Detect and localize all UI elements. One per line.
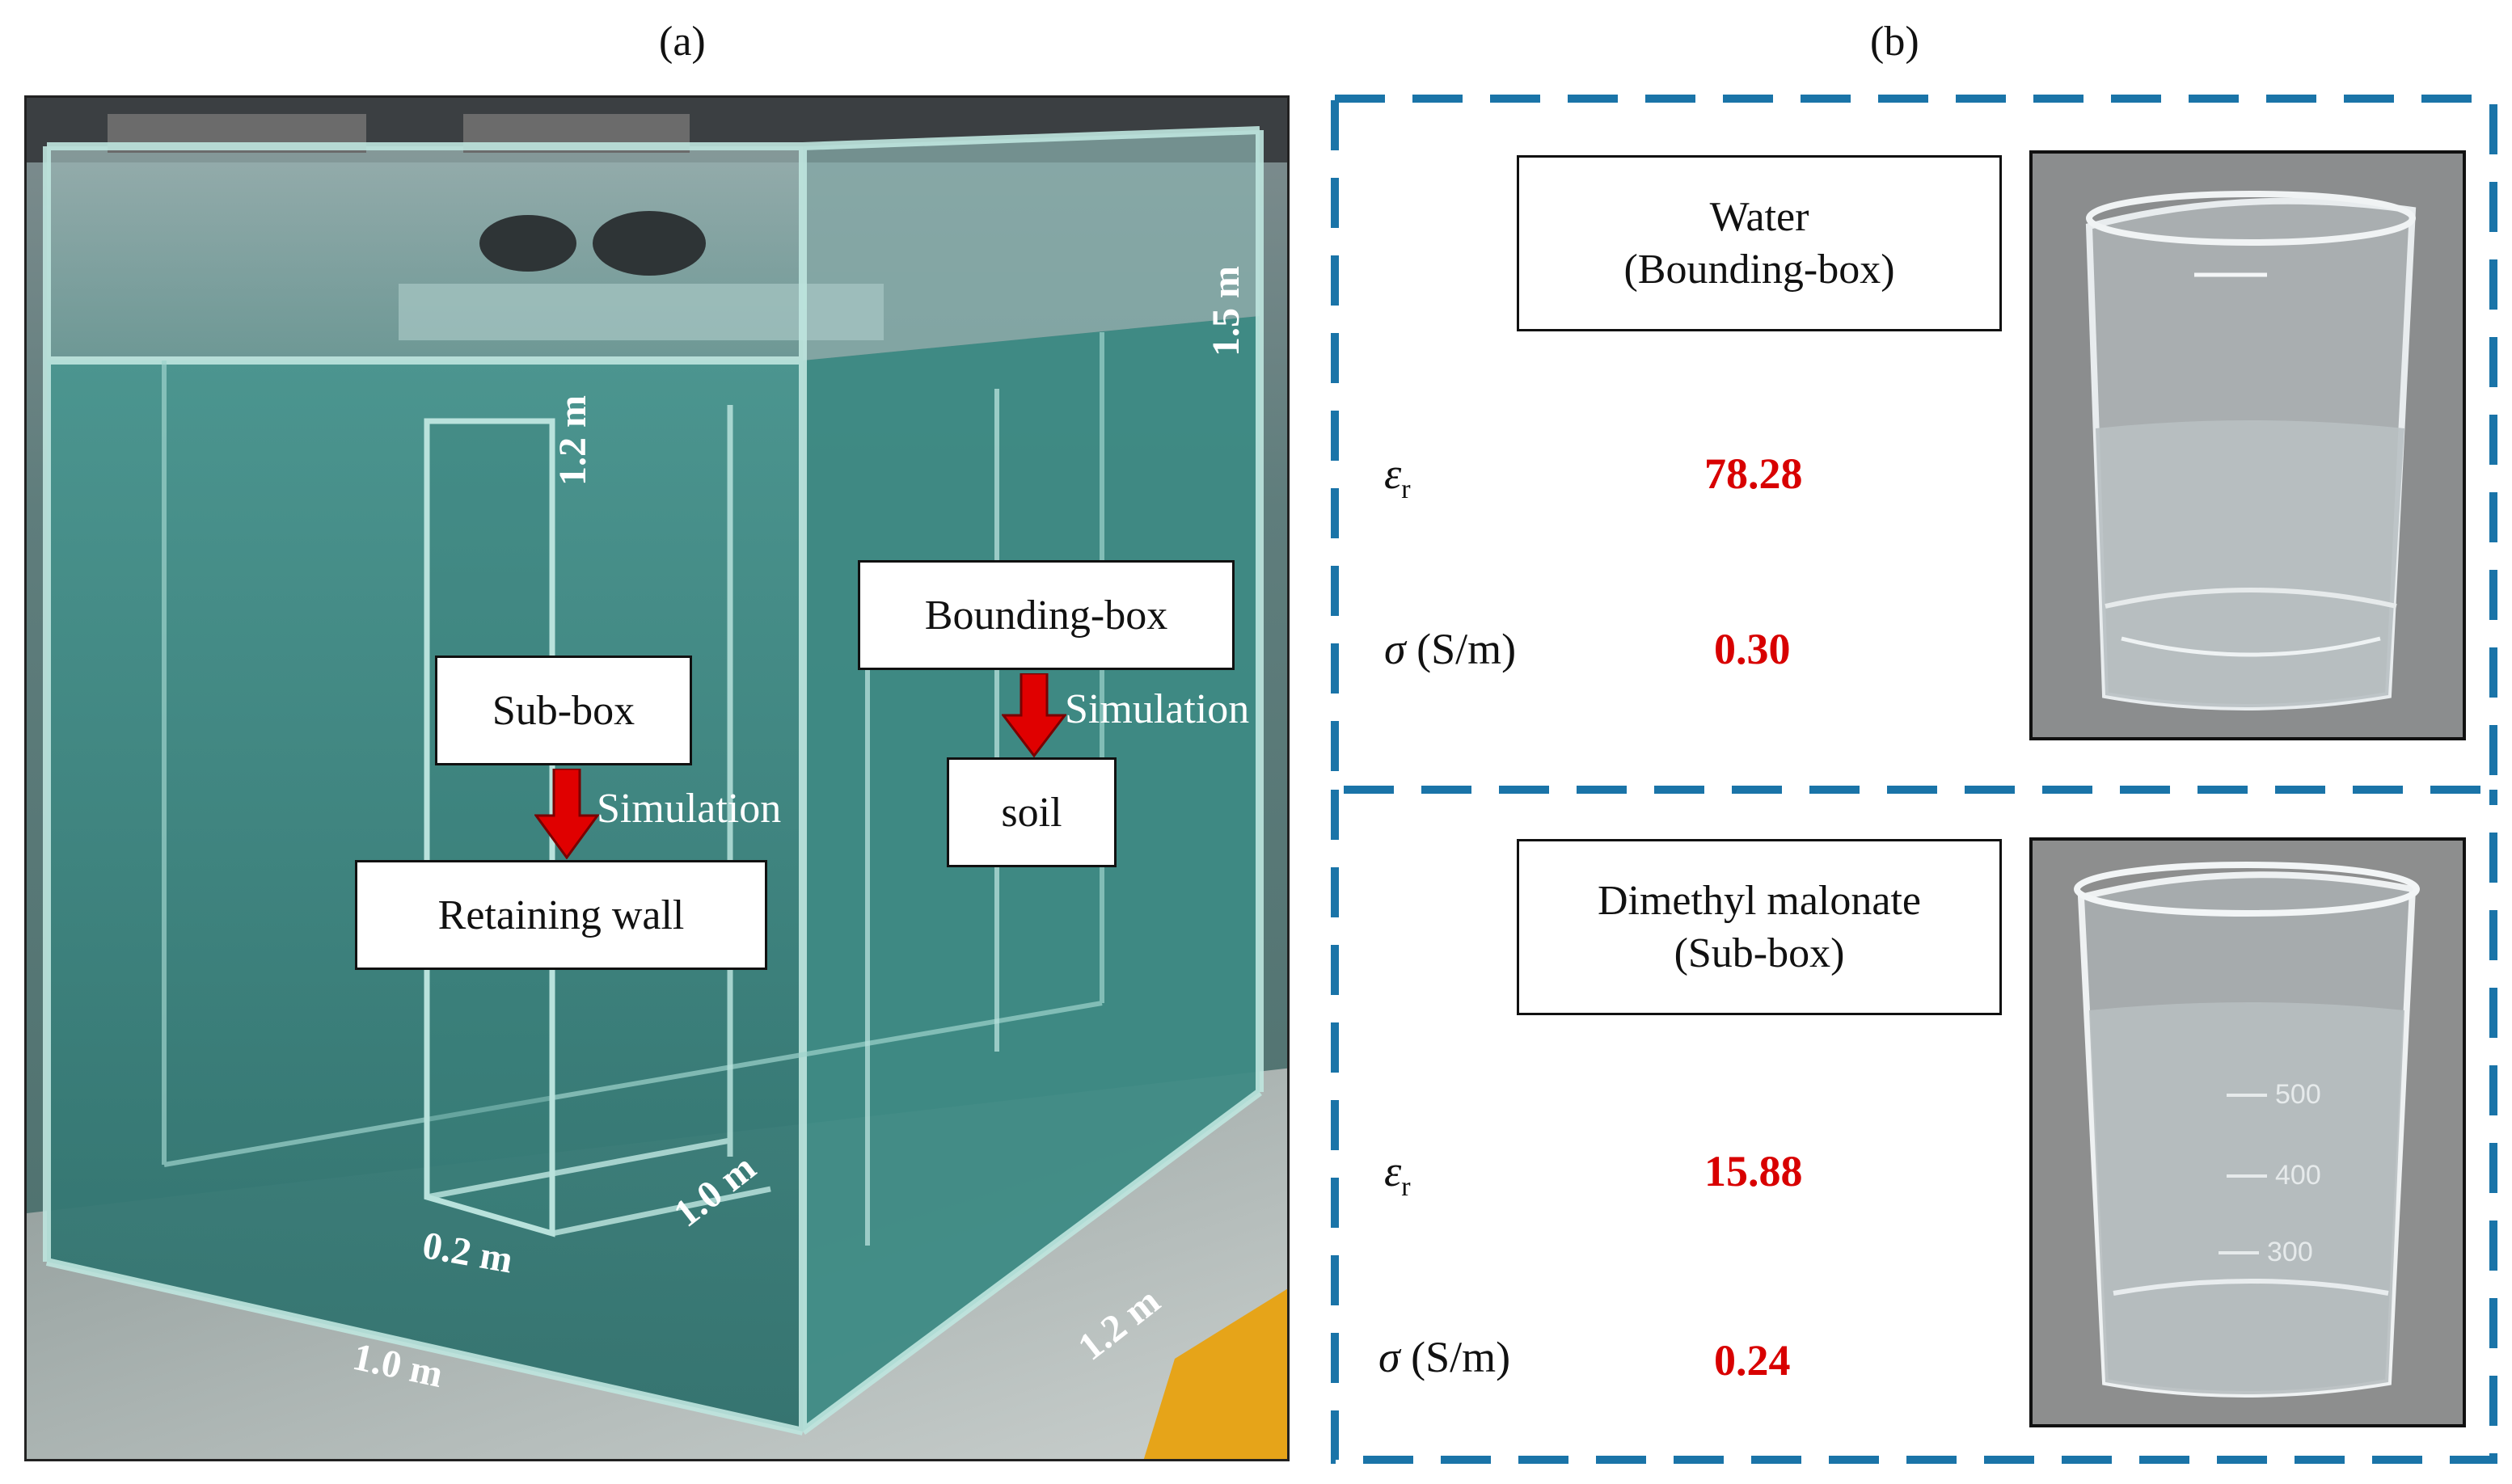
panel-label-a: (a) [659,19,706,65]
dimethyl-eps-value: 15.88 [1704,1147,1803,1195]
dimethyl-sigma-value: 0.24 [1714,1336,1791,1385]
dimethyl-eps-label: εr [1384,1146,1411,1203]
beaker-mark-300: 300 [2267,1237,2313,1267]
tank-photo: Sub-box Bounding-box Retaining wall soil… [24,95,1290,1461]
arrow-down-icon [534,769,599,859]
water-sigma-value: 0.30 [1714,625,1791,673]
water-name-box: Water (Bounding-box) [1517,155,2002,331]
dimethyl-sigma-label: σ (S/m) [1378,1332,1510,1382]
eps-symbol: ε [1384,449,1402,498]
simulation-text-bounding: Simulation [1065,686,1250,732]
sigma-unit: (S/m) [1400,1333,1511,1381]
water-eps-label: εr [1384,449,1411,505]
sub-box-label: Sub-box [435,656,692,765]
panel-label-b: (b) [1870,19,1919,65]
beaker-mark-500: 500 [2275,1079,2321,1110]
dimethyl-name-line1: Dimethyl malonate [1597,878,1921,924]
retaining-wall-label: Retaining wall [355,860,767,970]
dimethyl-name-line2: (Sub-box) [1674,930,1845,976]
sigma-unit: (S/m) [1405,625,1517,673]
beaker-icon: 500 400 300 [2033,841,2463,1424]
dimethyl-name-box: Dimethyl malonate (Sub-box) [1517,839,2002,1015]
soil-label: soil [947,757,1117,867]
beaker-icon [2033,154,2463,737]
water-sigma-label: σ (S/m) [1384,624,1516,674]
arrow-down-icon [1002,673,1066,757]
simulation-text-sub: Simulation [597,786,782,832]
eps-symbol: ε [1384,1147,1402,1195]
sigma-symbol: σ [1378,1333,1400,1381]
eps-subscript: r [1401,474,1411,504]
beaker-mark-400: 400 [2275,1160,2321,1191]
bounding-box-label: Bounding-box [858,560,1235,670]
water-eps-value: 78.28 [1704,449,1803,498]
eps-subscript: r [1401,1171,1411,1202]
water-name-line1: Water [1709,194,1809,240]
water-beaker-photo [2029,150,2466,740]
sigma-symbol: σ [1384,625,1406,673]
dimethyl-beaker-photo: 500 400 300 [2029,837,2466,1427]
water-name-line2: (Bounding-box) [1623,247,1895,293]
